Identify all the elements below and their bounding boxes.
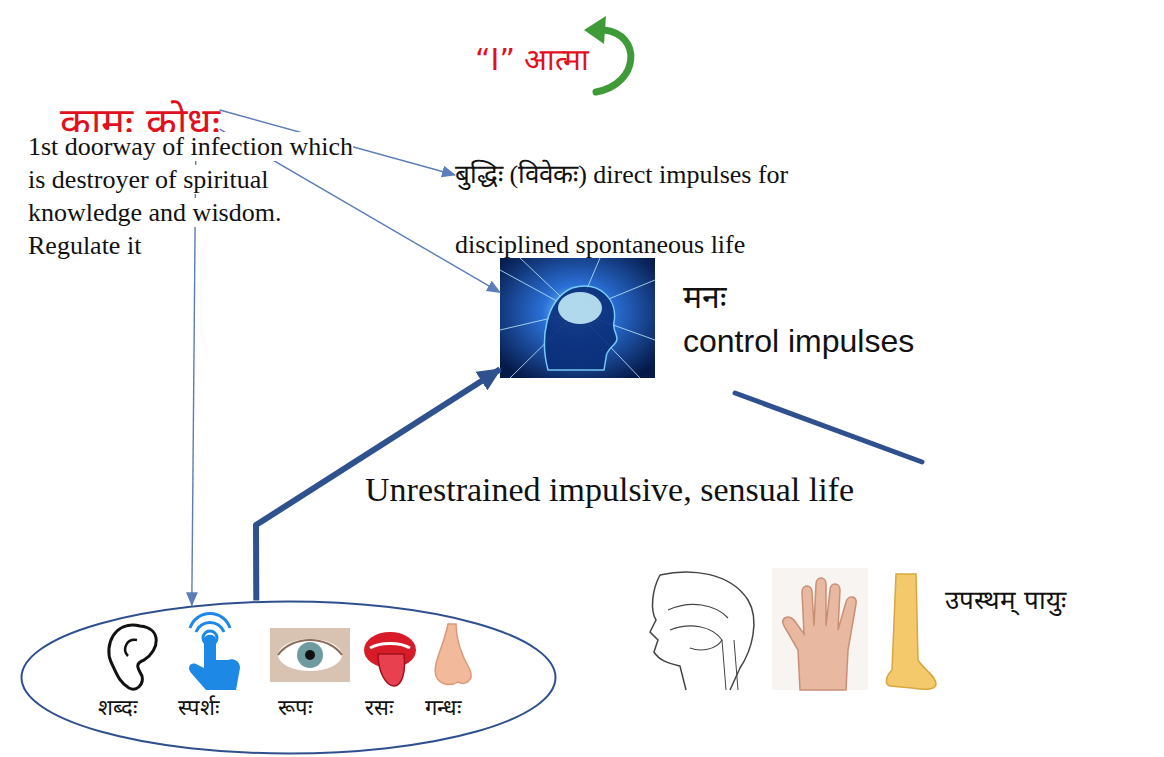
ear-icon (109, 625, 156, 689)
leader-line (735, 393, 922, 462)
foot-picture (886, 574, 936, 689)
life-label: Unrestrained impulsive, sensual life (365, 471, 854, 508)
tongue-icon (364, 632, 416, 686)
hand-picture (772, 568, 868, 690)
sense-caption: रूपः (278, 695, 312, 721)
self-loop-arrow (584, 16, 631, 92)
note-text: 1st doorway of infection which is destro… (28, 132, 353, 260)
sense-caption: शब्दः (98, 695, 137, 721)
sense-caption: रसः (365, 695, 393, 721)
label-wrap: Unrestrained impulsive, sensual life (365, 470, 854, 511)
organ-label: उपस्थम् पायुः (945, 585, 1066, 615)
node-text: बुद्धिः (विवेकः) direct impulses for dis… (455, 140, 895, 280)
sense-caption: गन्धः (425, 695, 461, 721)
label-wrap: उपस्थम् पायुः (945, 585, 1066, 616)
eye-icon (270, 628, 350, 682)
node-text: control impulses (683, 322, 914, 360)
touch-icon (189, 613, 240, 690)
label-wrap: “I” आत्मा (475, 42, 589, 78)
senses-ellipse: शब्दः स्पर्शः रूपः रसः गन्धः (20, 600, 557, 755)
ellipse-outline (20, 600, 557, 755)
brain-picture (500, 258, 655, 378)
mind-box: मनः control impulses (500, 258, 928, 373)
sense-caption: स्पर्शः (178, 695, 219, 721)
nose-icon (435, 624, 471, 684)
node-text: मनः (683, 278, 914, 316)
label-wrap: 1st doorway of infection which is destro… (28, 130, 358, 262)
intellect-box: बुद्धिः (विवेकः) direct impulses for dis… (455, 140, 895, 280)
self-label: “I” आत्मा (475, 42, 589, 77)
mouth-anatomy-picture (640, 565, 770, 690)
